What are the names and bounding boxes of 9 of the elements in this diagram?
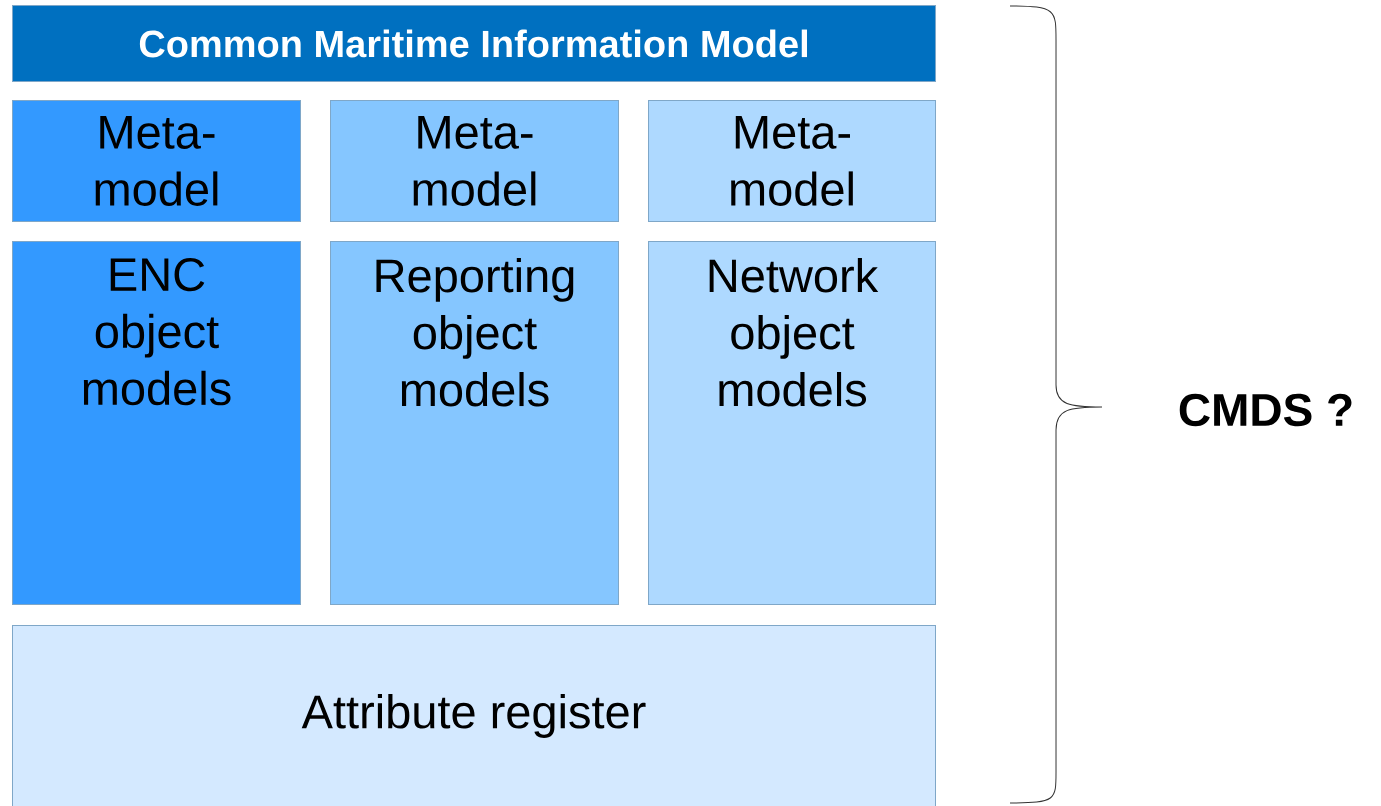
metamodel-box: Meta- model (648, 100, 936, 222)
object-models-box: Network object models (648, 241, 936, 605)
metamodel-box: Meta- model (330, 100, 619, 222)
metamodel-box: Meta- model (12, 100, 301, 222)
register-box: Attribute register (12, 625, 936, 806)
object-models-box: ENC object models (12, 241, 301, 605)
title-band: Common Maritime Information Model (12, 5, 936, 82)
side-label: CMDS ? (1179, 393, 1352, 427)
object-models-box: Reporting object models (330, 241, 619, 605)
